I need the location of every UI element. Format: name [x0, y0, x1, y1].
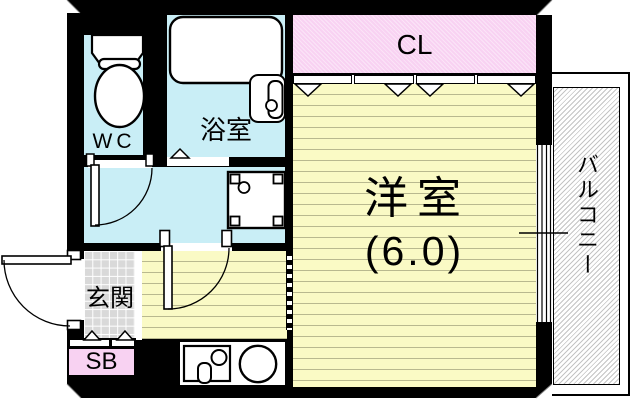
- western-room-label: 洋室: [364, 174, 470, 223]
- room-washroom: [84, 167, 285, 243]
- bathroom-door-opening: [167, 157, 229, 166]
- shoe-box-label: SB: [85, 348, 118, 375]
- entrance-label: 玄関: [86, 285, 134, 312]
- room-boundary-dashed-line: [286, 251, 293, 330]
- hallway-door-opening: [161, 243, 232, 251]
- shoe-box: SB: [67, 347, 136, 377]
- entrance-door-opening: [67, 259, 84, 320]
- balcony-floor: [553, 87, 620, 385]
- sliding-window-icon: [536, 145, 552, 322]
- room-closet: [293, 15, 536, 73]
- closet-door-panel: [415, 75, 475, 84]
- closet-door-panel: [293, 75, 353, 84]
- closet-folding-doors: [293, 75, 536, 84]
- closet-door-panel: [354, 75, 414, 84]
- room-hallway-kitchen: [142, 251, 287, 339]
- balcony-label: バルコニー: [574, 153, 599, 278]
- wc-label: WC: [92, 130, 136, 153]
- western-room-size-label: (6.0): [364, 228, 465, 274]
- entrance-step-edge: [135, 251, 142, 340]
- closet-label: CL: [396, 29, 433, 60]
- bathroom-label: 浴室: [199, 115, 252, 145]
- closet-door-panel: [476, 75, 536, 84]
- wc-door-opening: [88, 160, 152, 168]
- kitchen-counter: [178, 340, 287, 387]
- room-western: [293, 84, 536, 387]
- room-entrance: [84, 251, 135, 340]
